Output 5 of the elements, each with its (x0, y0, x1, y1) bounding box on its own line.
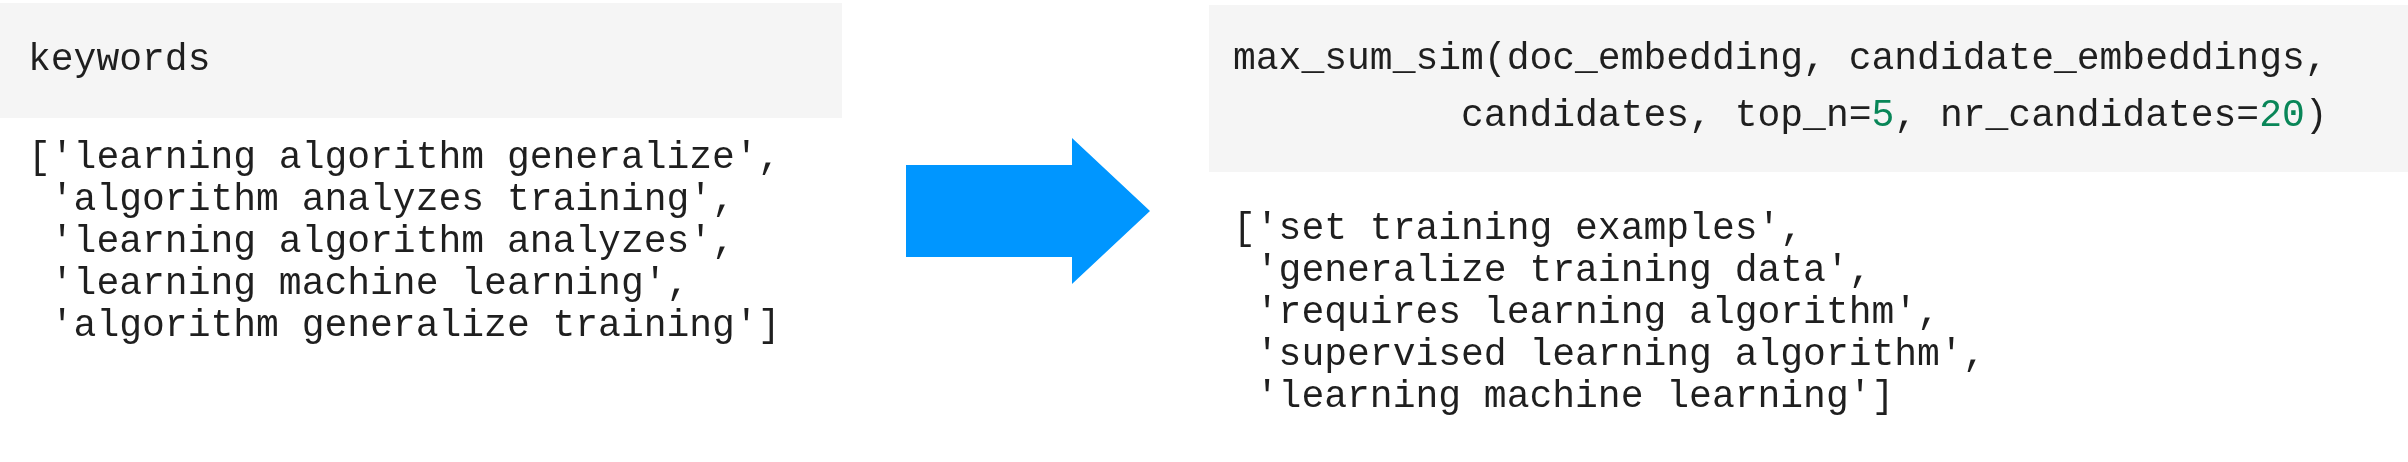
code-text: keywords (28, 38, 211, 81)
arrow (906, 138, 1150, 284)
code-output: ['set training examples', 'generalize training data', 'requires learning algorithm', 'supervised learning algorithm', 'learning machine learning'] (1233, 208, 1986, 418)
code-output: ['learning algorithm generalize', 'algorithm analyzes training', 'learning algorithm analyzes', 'learning machine learning', 'algorithm generalize training'] (28, 137, 781, 347)
code-text: max_sum_sim(doc_embedding, candidate_embeddings, candidates, top_n=5, nr_candidates=20) (1233, 36, 2329, 139)
